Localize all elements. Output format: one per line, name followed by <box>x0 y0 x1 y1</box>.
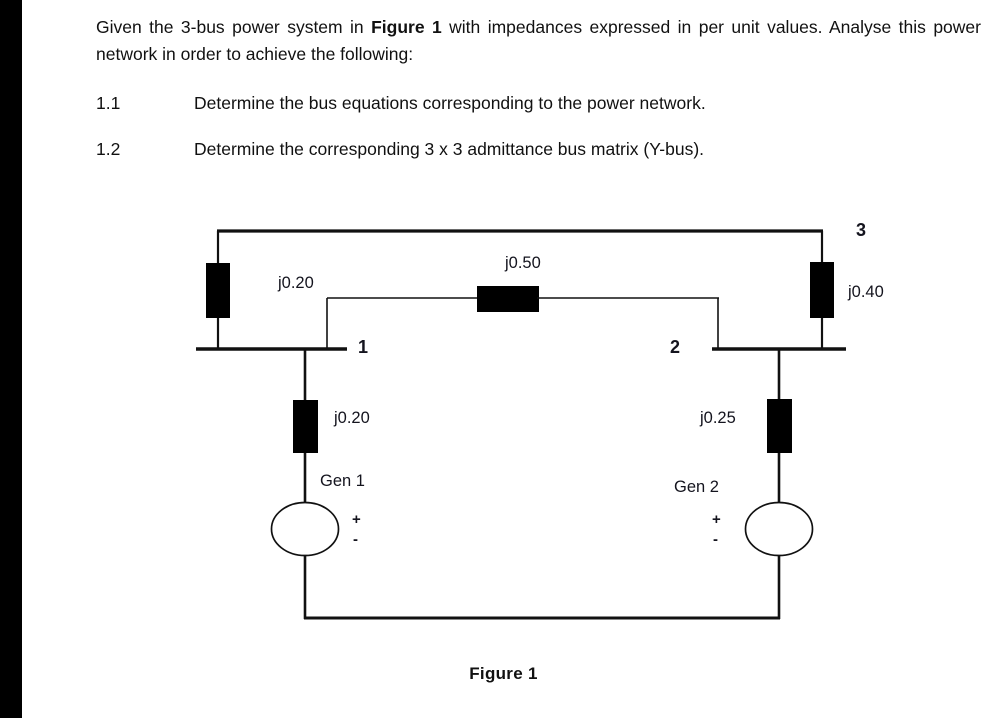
question-item-1-2: 1.2 Determine the corresponding 3 x 3 adm… <box>96 136 976 162</box>
figure-caption: Figure 1 <box>469 664 538 683</box>
question-text-1-1: Determine the bus equations correspondin… <box>194 93 706 113</box>
gen1-source-symbol <box>270 501 340 557</box>
generator-1-label: Gen 1 <box>320 472 365 490</box>
question-text-1-2: Determine the corresponding 3 x 3 admitt… <box>194 139 705 159</box>
question-number-1-1: 1.1 <box>96 93 121 113</box>
impedance-label-line-1-2: j0.50 <box>505 254 541 272</box>
bus-label-2: 2 <box>670 337 681 357</box>
gen1-polarity-plus: + <box>352 511 361 528</box>
question-item-1-1: 1.1 Determine the bus equations correspon… <box>96 90 976 116</box>
impedance-block-gen2 <box>767 399 792 453</box>
question-number-1-2: 1.2 <box>96 139 121 159</box>
power-system-schematic <box>196 229 846 620</box>
scan-edge-bar <box>0 0 22 718</box>
gen2-source-symbol <box>744 501 814 557</box>
figure-1-diagram: 3 1 2 j0.20 j0.50 j0.40 j0.20 j0.25 Gen … <box>22 195 985 718</box>
impedance-block-line-1-3 <box>206 263 230 318</box>
impedance-block-line-1-2 <box>477 286 539 312</box>
impedance-label-line-2-3: j0.40 <box>848 283 884 301</box>
impedance-block-line-2-3 <box>810 262 834 318</box>
impedance-label-gen1: j0.20 <box>334 409 370 427</box>
figure-reference-bold: Figure 1 <box>371 17 442 37</box>
intro-text-before: Given the 3-bus power system in <box>96 17 372 37</box>
question-block: Given the 3-bus power system in Figure 1… <box>96 14 981 68</box>
generator-2-label: Gen 2 <box>674 478 719 496</box>
gen2-polarity-minus: - <box>713 531 718 548</box>
intro-text-after: with impedances expressed in per unit va… <box>96 17 981 64</box>
gen1-polarity-minus: - <box>353 531 358 548</box>
bus-label-3: 3 <box>856 220 867 240</box>
intro-paragraph: Given the 3-bus power system in Figure 1… <box>96 14 981 68</box>
gen2-polarity-plus: + <box>712 511 721 528</box>
bus-label-1: 1 <box>358 337 369 357</box>
page-content: Given the 3-bus power system in Figure 1… <box>22 0 985 718</box>
impedance-block-gen1 <box>293 400 318 453</box>
impedance-label-line-1-3: j0.20 <box>278 274 314 292</box>
impedance-label-gen2: j0.25 <box>700 409 736 427</box>
